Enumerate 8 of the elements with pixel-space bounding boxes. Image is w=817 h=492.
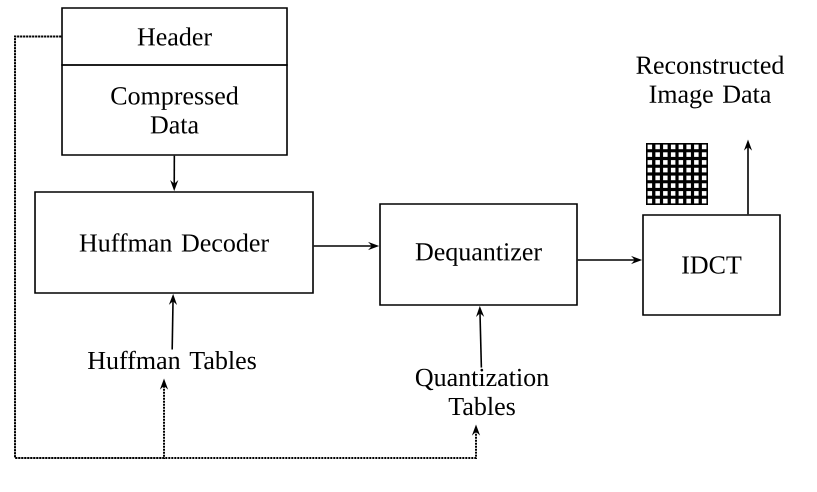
input-label: Huffman Tables <box>88 350 256 370</box>
process-box: Huffman Decoder <box>34 191 314 294</box>
output-label: Reconstructed Image Data <box>636 56 784 108</box>
process-box: Dequantizer <box>379 203 578 306</box>
header-box: Header <box>61 7 288 66</box>
process-box: IDCT <box>642 214 781 316</box>
input-label: Quantization Tables <box>416 368 549 416</box>
data-box: Compressed Data <box>61 64 288 156</box>
